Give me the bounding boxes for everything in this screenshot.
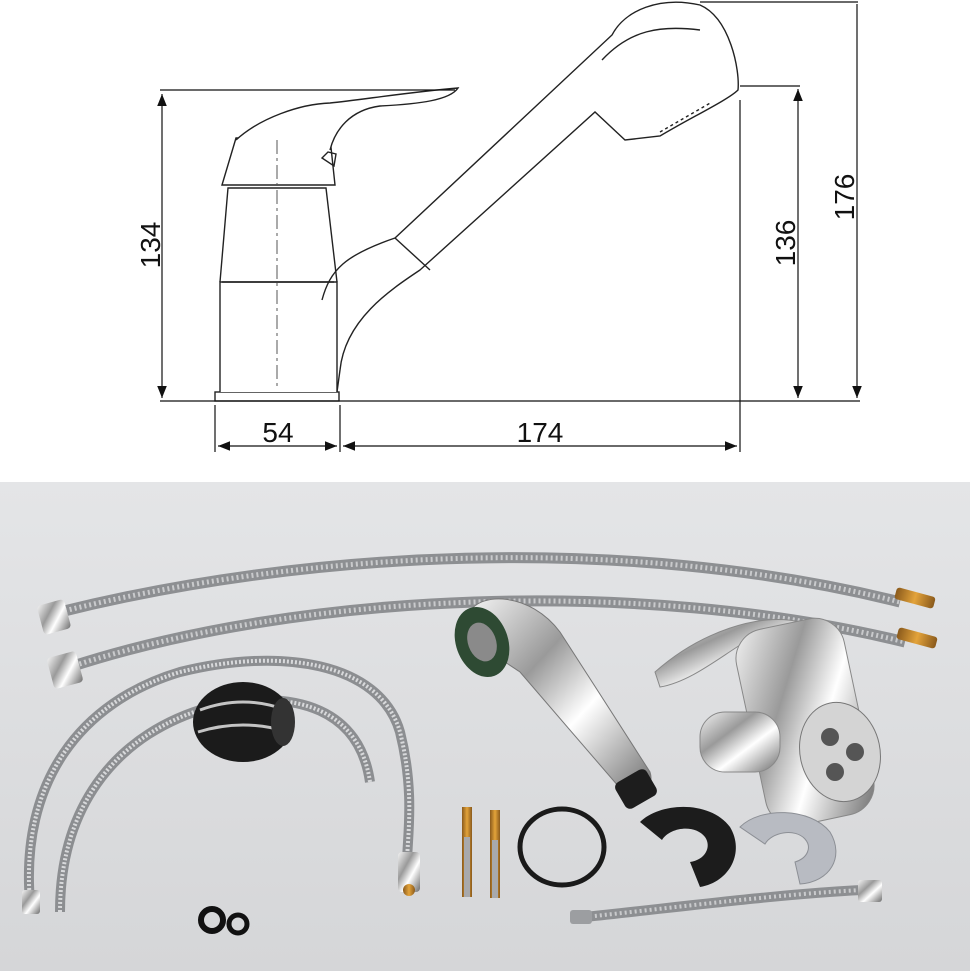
dimension-lines (157, 1, 862, 452)
o-ring (517, 806, 607, 888)
braided-supply-hose (37, 552, 938, 689)
rubber-washers (198, 906, 250, 936)
black-horseshoe-washer (640, 806, 736, 887)
short-braided-hose (570, 880, 882, 924)
pull-out-spray-head (454, 598, 657, 809)
dimension-54: 54 (262, 417, 293, 448)
faucet-body (654, 617, 881, 827)
dimension-134: 134 (135, 222, 166, 269)
dimension-174: 174 (517, 417, 564, 448)
black-hose-weight (193, 682, 295, 762)
metal-horseshoe-washer (739, 812, 837, 885)
faucet-outline (214, 1, 739, 402)
technical-drawing: 134 136 176 54 174 (0, 0, 970, 482)
product-photo (0, 482, 970, 971)
dimension-136: 136 (770, 220, 801, 267)
dimension-176: 176 (829, 174, 860, 221)
mounting-studs (462, 807, 500, 898)
